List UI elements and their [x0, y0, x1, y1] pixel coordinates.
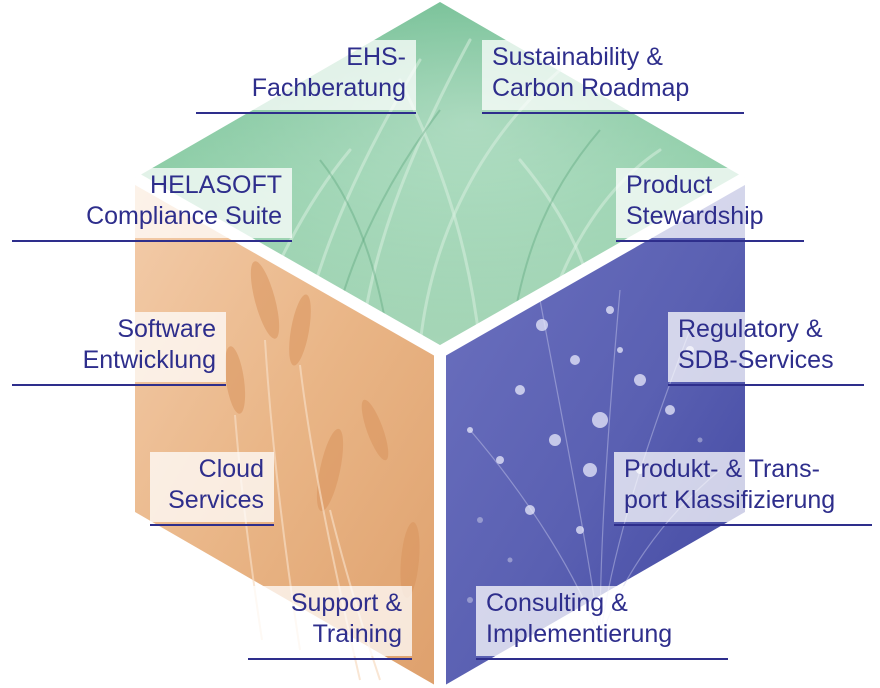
label-support-training[interactable]: Support & Training	[248, 586, 412, 660]
label-sustainability-carbon-roadmap[interactable]: Sustainability & Carbon Roadmap	[482, 40, 744, 114]
label-cloud-services[interactable]: Cloud Services	[150, 452, 274, 526]
label-produkt-transport-klassifizierung[interactable]: Produkt- & Trans- port Klassifizierung	[614, 452, 872, 526]
label-ehs-fachberatung[interactable]: EHS- Fachberatung	[196, 40, 416, 114]
label-regulatory-sdb-services[interactable]: Regulatory & SDB-Services	[668, 312, 864, 386]
label-software-entwicklung[interactable]: Software Entwicklung	[12, 312, 226, 386]
label-product-stewardship[interactable]: Product Stewardship	[616, 168, 804, 242]
blue-segment	[440, 178, 745, 688]
label-helasoft-compliance-suite[interactable]: HELASOFT Compliance Suite	[12, 168, 292, 242]
label-consulting-implementierung[interactable]: Consulting & Implementierung	[476, 586, 728, 660]
